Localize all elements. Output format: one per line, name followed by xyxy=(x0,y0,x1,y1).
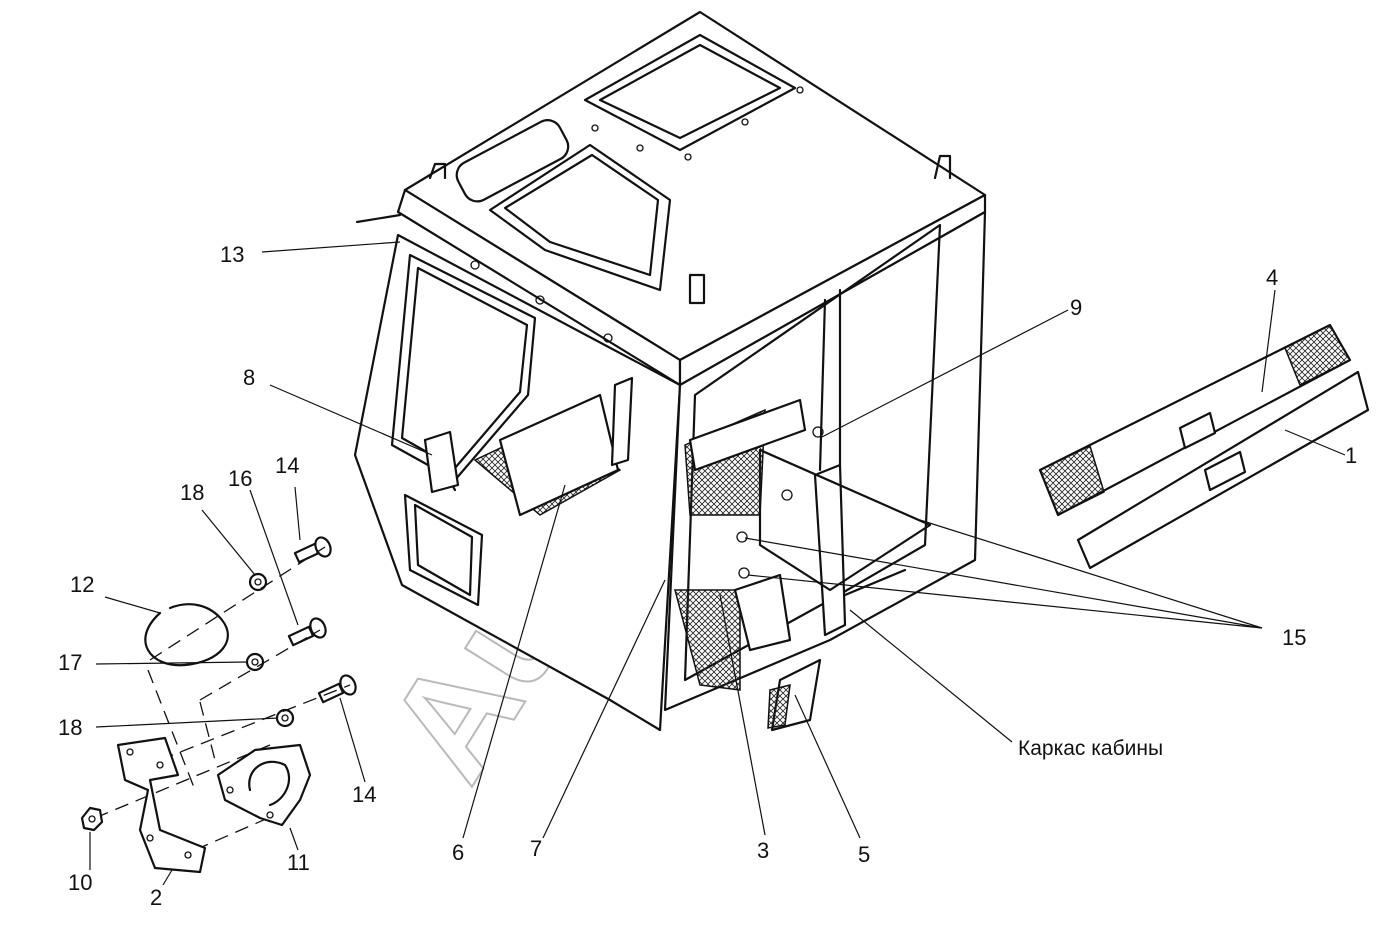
label-7: 7 xyxy=(530,836,542,861)
label-17: 17 xyxy=(58,650,82,675)
label-5: 5 xyxy=(858,842,870,867)
lower-window xyxy=(403,493,484,607)
part-14-bolt-bottom xyxy=(317,674,357,704)
part-2-plate xyxy=(116,736,207,874)
label-11: 11 xyxy=(287,850,310,875)
part-17-washer xyxy=(245,652,265,672)
label-2: 2 xyxy=(150,885,162,910)
label-18-bottom: 18 xyxy=(58,715,82,740)
part-10-nut xyxy=(80,806,104,832)
label-3: 3 xyxy=(757,838,769,863)
panel-1 xyxy=(1076,370,1370,570)
label-9: 9 xyxy=(1070,295,1082,320)
part-14-bolt-top xyxy=(293,536,332,564)
right-frame xyxy=(663,210,987,712)
label-14-bottom: 14 xyxy=(352,782,376,807)
part-18-washer-top xyxy=(248,572,268,592)
label-10: 10 xyxy=(68,870,92,895)
label-4: 4 xyxy=(1266,265,1278,290)
panel-4 xyxy=(1038,323,1352,517)
door-pillar xyxy=(813,463,847,637)
label-15: 15 xyxy=(1282,625,1306,650)
caption-cab-frame: Каркас кабины xyxy=(1018,737,1163,760)
roof-window xyxy=(488,143,672,292)
part-11-bracket xyxy=(216,743,312,827)
label-8: 8 xyxy=(243,365,255,390)
label-16: 16 xyxy=(228,466,252,491)
part-16-bolt xyxy=(287,617,327,647)
label-14-top: 14 xyxy=(275,453,299,478)
label-12: 12 xyxy=(70,572,94,597)
roof-hatch xyxy=(583,33,797,152)
label-13: 13 xyxy=(220,242,244,267)
leader-lines xyxy=(89,241,1346,886)
label-6: 6 xyxy=(452,840,464,865)
part-12-ring xyxy=(144,603,229,667)
part-18-washer-bottom xyxy=(275,708,295,728)
label-18-top: 18 xyxy=(180,480,204,505)
label-1: 1 xyxy=(1345,443,1357,468)
cab-frame xyxy=(353,10,987,732)
part-labels: 13 8 9 4 1 15 Каркас кабины 6 7 3 5 12 1… xyxy=(58,242,1357,910)
roof-vent xyxy=(455,119,570,203)
